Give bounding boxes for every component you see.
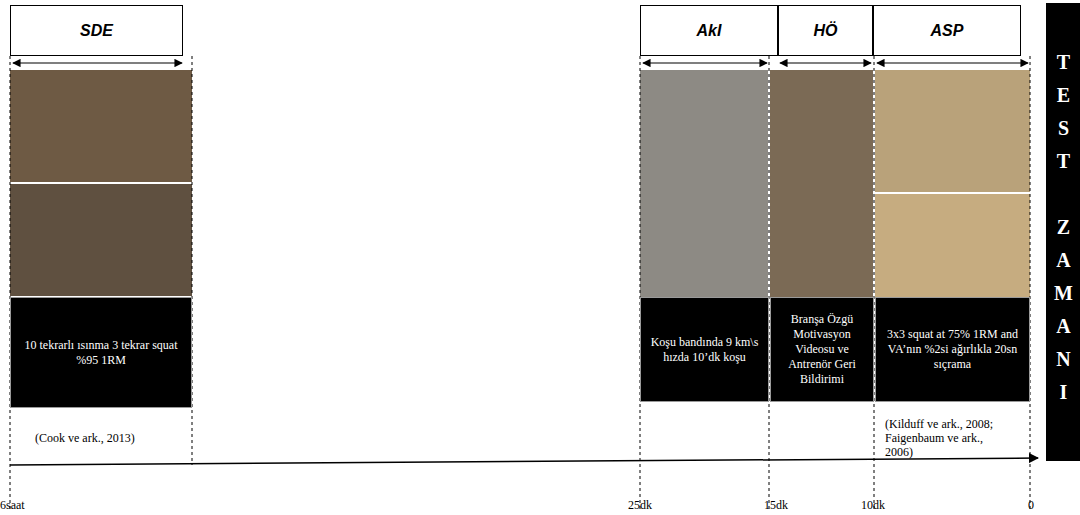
protocol-box: Koşu bandında 9 km\s hızda 10’dk koşu xyxy=(640,297,769,402)
node-text: 10 tekrarlı ısınma 3 tekrar squat %95 1R… xyxy=(17,338,185,368)
node-text: SDE xyxy=(80,22,113,40)
node-text: 3x3 squat at 75% 1RM and VA’nın %2si ağı… xyxy=(882,327,1023,372)
timeline-arrow xyxy=(10,458,1038,465)
protocol-box: 3x3 squat at 75% 1RM and VA’nın %2si ağı… xyxy=(875,297,1030,402)
dashed-guides xyxy=(10,56,1030,512)
photo xyxy=(10,184,192,296)
span-arrow xyxy=(877,62,1028,63)
span-arrow xyxy=(780,62,871,63)
dashed-line xyxy=(874,56,875,512)
protocol-box: Branşa Özgü Motivasyon Videosu ve Antren… xyxy=(770,297,874,402)
node-text: ASP xyxy=(931,22,964,40)
tick-label: 6saat xyxy=(0,498,60,512)
dashed-line xyxy=(640,56,641,512)
node-text: TEST ZAMANI xyxy=(1052,51,1075,414)
test-time-bar: TEST ZAMANI xyxy=(1046,3,1080,461)
citation: (Cook ve ark., 2013) xyxy=(35,431,195,445)
phase-header: HÖ xyxy=(778,5,873,56)
phase-header: AkI xyxy=(640,5,778,56)
dashed-line xyxy=(1030,56,1031,512)
phase-header: SDE xyxy=(10,5,183,56)
tick-label: 15dk xyxy=(764,498,804,512)
citation: (Kilduff ve ark., 2008; Faigenbaum ve ar… xyxy=(885,417,1010,459)
photo xyxy=(640,70,768,297)
protocol-box: 10 tekrarlı ısınma 3 tekrar squat %95 1R… xyxy=(10,297,192,408)
photo-group xyxy=(10,70,1030,297)
node-text: Branşa Özgü Motivasyon Videosu ve Antren… xyxy=(777,312,867,387)
dashed-line xyxy=(10,56,11,512)
photo xyxy=(770,70,873,297)
photo xyxy=(10,70,192,182)
span-arrows xyxy=(13,62,1028,63)
node-text: Koşu bandında 9 km\s hızda 10’dk koşu xyxy=(647,335,762,365)
photo xyxy=(875,70,1030,192)
tick-label: 10dk xyxy=(861,498,901,512)
span-arrow xyxy=(643,62,767,63)
tick-label: 0 xyxy=(1028,498,1048,512)
photo xyxy=(875,194,1030,297)
dashed-line xyxy=(769,56,770,512)
node-text: HÖ xyxy=(814,22,838,40)
tick-label: 25dk xyxy=(628,498,668,512)
node-text: AkI xyxy=(697,22,722,40)
phase-header: ASP xyxy=(873,5,1021,56)
span-arrow xyxy=(13,62,182,63)
